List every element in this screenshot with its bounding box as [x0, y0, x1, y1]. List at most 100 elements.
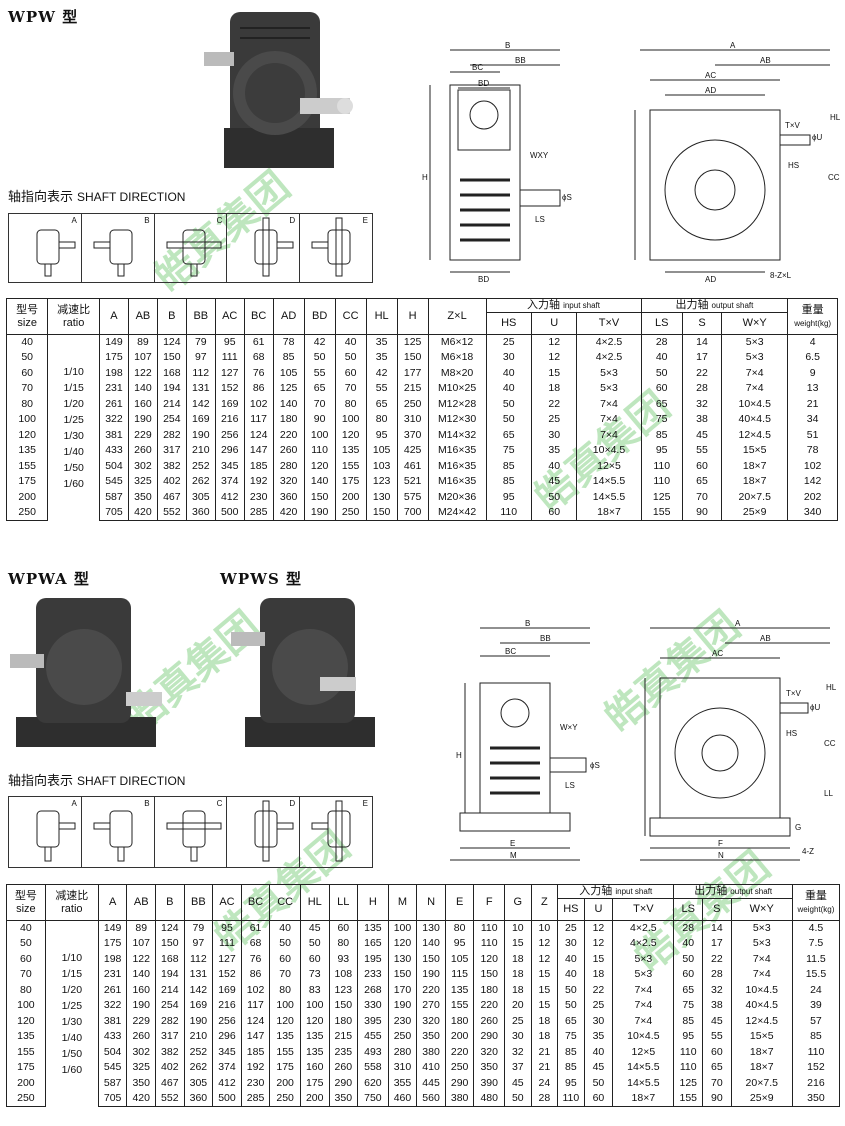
- table-cell: 95: [640, 443, 683, 459]
- table-cell: 545: [97, 1060, 128, 1076]
- table-cell: 85: [673, 1013, 704, 1029]
- table-cell: 12: [583, 936, 614, 952]
- table-cell: 155: [334, 458, 367, 474]
- table-cell: 216: [214, 412, 245, 428]
- header-size-en: size: [17, 316, 37, 329]
- header-ratio-en: ratio: [62, 316, 85, 329]
- dim-label-u: ϕU: [812, 133, 822, 142]
- direction-d: D: [227, 214, 301, 282]
- table-cell: 55: [365, 381, 398, 397]
- table-cell: 111: [212, 936, 242, 952]
- table-cell: 61: [243, 334, 274, 350]
- table-cell: 270: [416, 998, 446, 1014]
- header-col: S: [702, 898, 732, 921]
- direction-letter: D: [289, 216, 296, 225]
- table-cell: 235: [328, 1044, 359, 1060]
- table-cell: 169: [183, 998, 214, 1014]
- table-cell: 150: [156, 350, 187, 366]
- direction-letter: B: [144, 216, 150, 225]
- table-cell: 215: [396, 381, 429, 397]
- table-cell: 125: [640, 489, 683, 505]
- table-cell: 261: [97, 982, 128, 998]
- table-cell: 89: [127, 334, 158, 350]
- dim-label-m: M: [510, 851, 517, 860]
- table-cell: 425: [396, 443, 429, 459]
- table-cell: 395: [357, 1013, 389, 1029]
- table-cell: 25: [530, 412, 578, 428]
- table-cell: 110: [640, 474, 683, 490]
- table-cell: 135: [5, 443, 49, 459]
- table-cell: 24: [530, 1075, 559, 1091]
- table-cell: 214: [156, 396, 187, 412]
- table-cell: 40×4.5: [721, 412, 789, 428]
- table-cell: 50: [334, 350, 367, 366]
- table-cell: 110: [791, 1044, 841, 1060]
- table-cell: 85: [791, 1029, 841, 1045]
- table-cell: 140: [127, 381, 158, 397]
- table-cell: 85: [557, 1060, 585, 1076]
- gearbox-direction-icon: [311, 217, 351, 277]
- table-cell: 14×5.5: [576, 489, 642, 505]
- table-cell: 433: [99, 443, 129, 459]
- table-cell: 558: [357, 1060, 389, 1076]
- table-cell: 89: [126, 920, 157, 936]
- table-cell: 18: [504, 951, 532, 967]
- table-cell: 100: [303, 427, 336, 443]
- header-weight-cn: 重量: [801, 303, 824, 316]
- table-cell: 220: [473, 998, 506, 1014]
- table-cell: 61: [240, 920, 271, 936]
- table-cell: 168: [156, 365, 187, 381]
- table-cell: 210: [185, 443, 216, 459]
- table-cell: 78: [272, 334, 305, 350]
- table-cell: 18: [504, 967, 532, 983]
- table-cell: 155: [6, 1044, 46, 1060]
- table-cell: 50: [485, 396, 532, 412]
- table-cell: 140: [126, 967, 157, 983]
- table-cell: 120: [5, 427, 49, 443]
- table-cell: 280: [272, 458, 305, 474]
- table-cell: 60: [6, 951, 46, 967]
- table-cell: 45: [530, 474, 578, 490]
- table-cell: 40: [6, 920, 46, 936]
- table-cell: 155: [5, 458, 49, 474]
- table-cell: 252: [185, 458, 216, 474]
- table-cell: 130: [365, 489, 398, 505]
- table-cell: 150: [328, 998, 359, 1014]
- table-cell: 60: [681, 458, 723, 474]
- header-col: E: [444, 884, 475, 921]
- dim-label-h: H: [422, 173, 428, 182]
- table-cell: 380: [444, 1091, 475, 1107]
- table-cell: 493: [357, 1044, 389, 1060]
- table-cell: 317: [156, 443, 187, 459]
- table-cell: 123: [328, 982, 359, 998]
- table-cell: 60: [673, 967, 704, 983]
- table-cell: 12: [530, 951, 559, 967]
- table-cell: 170: [387, 982, 418, 998]
- gearbox-direction-icon: [93, 229, 133, 277]
- table-cell: 14×5.5: [612, 1060, 675, 1076]
- dim-label-ab: AB: [760, 634, 771, 643]
- table-cell: 620: [357, 1075, 389, 1091]
- table-cell: 95: [212, 920, 242, 936]
- table-cell: 175: [269, 1060, 301, 1076]
- dim-label-h: H: [456, 751, 462, 760]
- table-cell: 155: [269, 1044, 301, 1060]
- table-cell: 285: [240, 1091, 271, 1107]
- table-cell: 75: [557, 1029, 585, 1045]
- table-cell: 38: [681, 412, 723, 428]
- table-cell: 150: [473, 967, 506, 983]
- dim-label-hs: HS: [788, 161, 799, 170]
- table-cell: 355: [387, 1075, 418, 1091]
- table-cell: 12×4.5: [721, 427, 789, 443]
- header-col: HS: [557, 898, 585, 921]
- table-cell: 35: [365, 334, 398, 350]
- table-cell: 120: [387, 936, 418, 952]
- header-output-en: output shaft: [711, 301, 754, 310]
- table-cell: 5×3: [576, 381, 642, 397]
- table-cell: 214: [155, 982, 185, 998]
- table-cell: 55: [681, 443, 723, 459]
